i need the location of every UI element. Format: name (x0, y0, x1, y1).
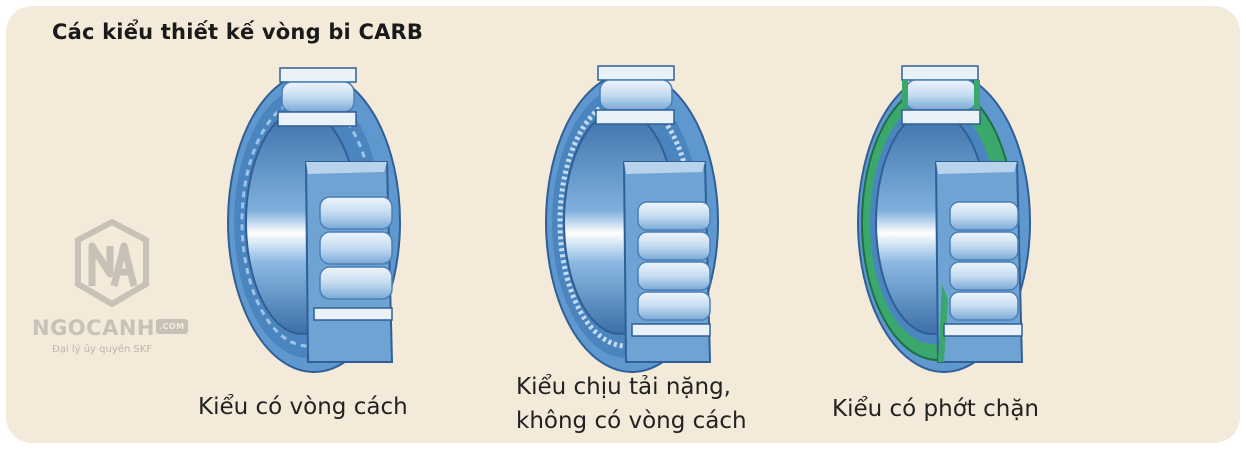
bearing-sealed-image (857, 65, 1031, 373)
na-badge-icon (75, 218, 149, 308)
caption-with-cage: Kiểu có vòng cách (198, 390, 408, 424)
caption-full-complement: Kiểu chịu tải nặng, không có vòng cách (516, 370, 747, 438)
caption-line: Kiểu có vòng cách (198, 394, 408, 420)
caption-line: Kiểu có phớt chặn (832, 396, 1040, 422)
bearing-with-cage-image (227, 67, 401, 373)
page-title: Các kiểu thiết kế vòng bi CARB (52, 20, 424, 44)
watermark-brand: NGOCANH.COM (32, 316, 188, 340)
caption-sealed: Kiểu có phớt chặn (832, 392, 1039, 426)
caption-line: Kiểu chịu tải nặng, (516, 374, 731, 400)
watermark-logo: NGOCANH.COM Đại lý ủy quyền SKF (30, 218, 200, 368)
watermark-tagline: Đại lý ủy quyền SKF (52, 344, 153, 355)
bearing-full-complement-image (545, 65, 719, 373)
caption-line: không có vòng cách (516, 408, 747, 434)
